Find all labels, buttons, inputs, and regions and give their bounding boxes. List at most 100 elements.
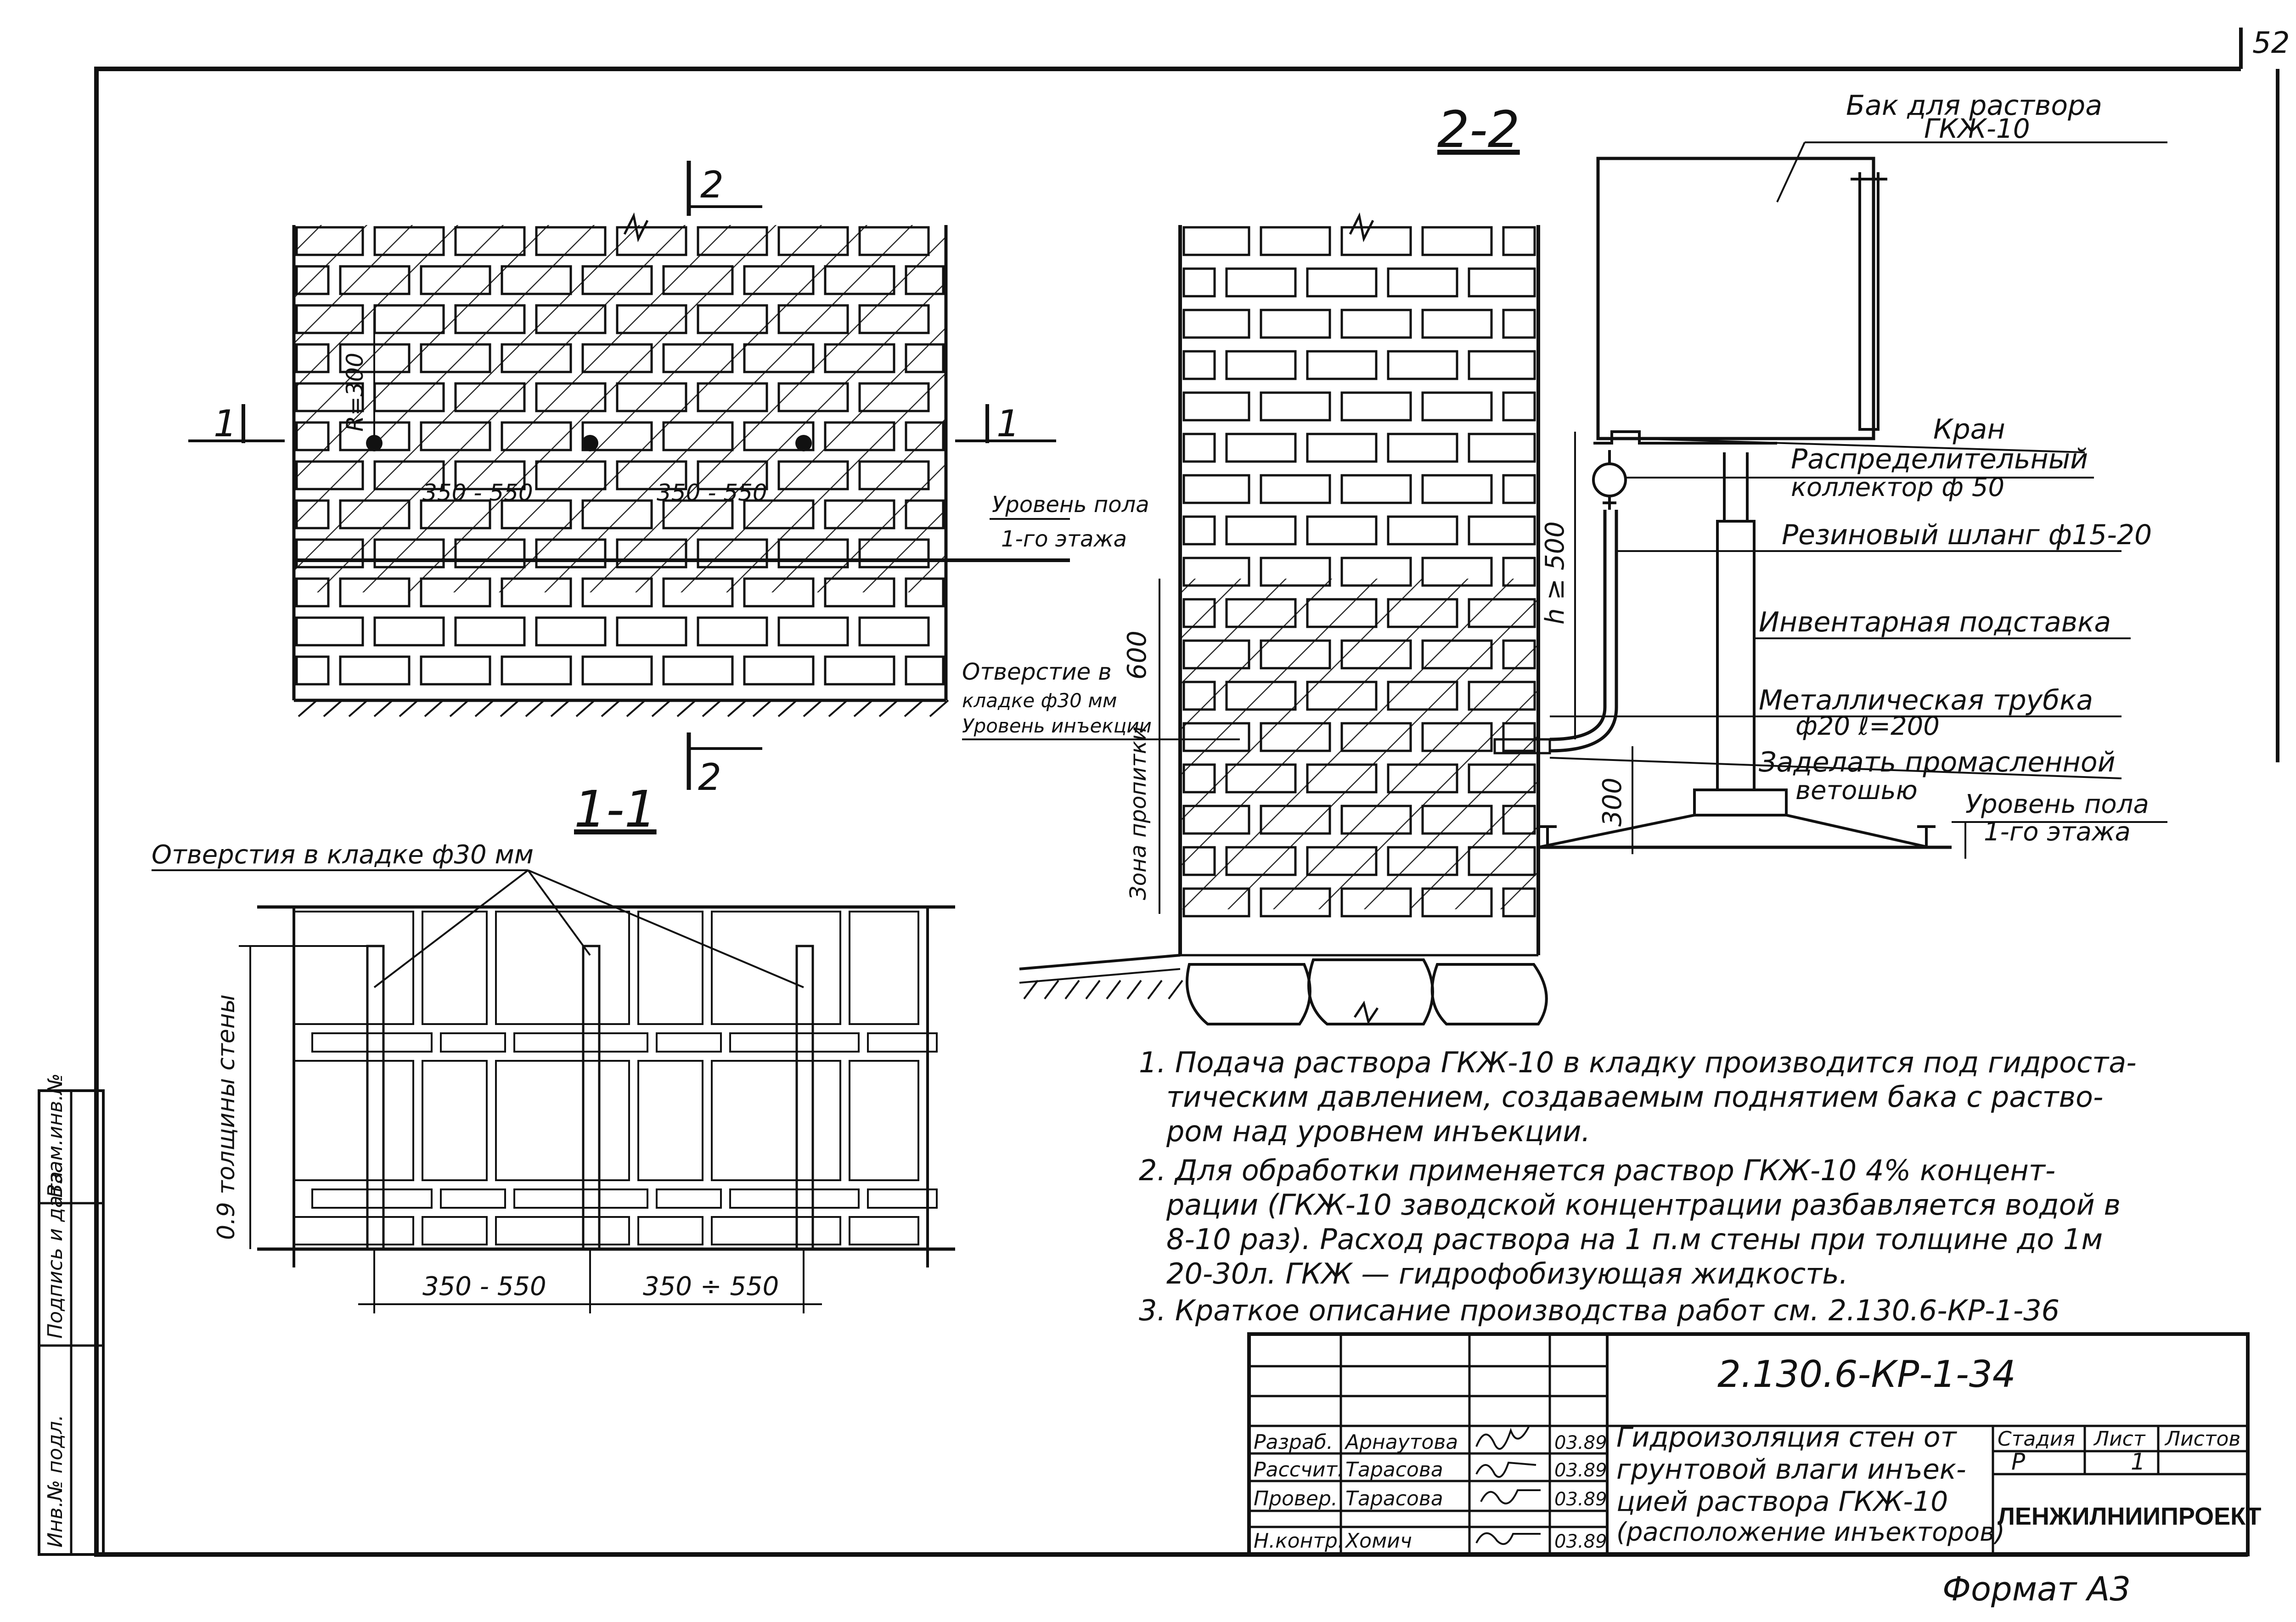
brick: [777, 382, 849, 412]
footing-stones: [1186, 958, 1548, 1025]
brick: [1340, 722, 1412, 752]
brick: [535, 304, 607, 334]
ground-hatch-line: [399, 699, 419, 717]
brick: [1387, 846, 1458, 876]
brick: [697, 460, 768, 490]
brick: [1421, 391, 1493, 422]
brick: [1387, 598, 1458, 628]
name-1: Арнаутова: [1344, 1431, 1458, 1454]
brick: [1182, 887, 1250, 918]
brick: [1387, 350, 1458, 380]
elevation-brickwork: [295, 226, 945, 686]
brick: [373, 538, 445, 569]
brick: [1260, 474, 1331, 504]
radius-label: R=300: [342, 353, 368, 432]
brick: [1387, 515, 1458, 546]
signature-4: [1475, 1532, 1541, 1545]
brick: [1182, 433, 1216, 463]
organization-name: ЛЕНЖИЛНИИПРОЕКТ: [1998, 1503, 2261, 1530]
brick: [1340, 309, 1412, 339]
brick: [1182, 722, 1250, 752]
section-1-1-view: 1-1 Отверстия в кладке ф30 мм 0.9 толщин…: [152, 780, 955, 1313]
solution-tank: [1596, 157, 1875, 440]
brick: [743, 421, 815, 451]
brick: [339, 577, 411, 608]
brick: [422, 911, 488, 1025]
brick: [373, 616, 445, 647]
side-stamp: Инв.№ подл. Подпись и дата Взам.инв.№: [38, 1073, 105, 1556]
brick: [777, 460, 849, 490]
callout-tank-2: ГКЖ-10: [1924, 113, 2030, 144]
brick: [581, 265, 653, 295]
brick: [454, 226, 526, 256]
brick: [662, 265, 734, 295]
brick: [777, 538, 849, 569]
ground-hatch-line: [449, 699, 469, 717]
stage-header: Стадия: [1998, 1427, 2075, 1451]
brick: [1260, 887, 1331, 918]
brick: [339, 265, 411, 295]
callout-tube-1: Металлическая трубка: [1759, 684, 2093, 716]
ground-hatch-line: [373, 699, 394, 717]
brick: [495, 1060, 630, 1181]
brick: [1387, 267, 1458, 298]
elevation-floor-level-2: 1-го этажа: [1001, 526, 1127, 552]
plan-injector-1: [366, 945, 385, 1250]
role-3: Провер.: [1254, 1487, 1338, 1510]
brick: [1182, 391, 1250, 422]
brick: [616, 304, 687, 334]
sheet-header: Лист: [2093, 1427, 2146, 1451]
brick: [373, 460, 445, 490]
sheet-value: 1: [2131, 1448, 2145, 1475]
date-4: 03.89: [1554, 1531, 1607, 1552]
brick: [1260, 639, 1331, 670]
ground-hatch-line: [878, 699, 899, 717]
brick: [697, 616, 768, 647]
brick: [849, 1216, 919, 1245]
brick: [420, 343, 491, 373]
ground-hatch-line: [1168, 980, 1183, 1000]
brick: [495, 1216, 630, 1245]
title-block: 2.130.6-КР-1-34 Гидроизоляция стен от гр…: [1247, 1332, 2261, 1556]
role-1: Разраб.: [1254, 1431, 1333, 1454]
brick: [637, 911, 703, 1025]
brick: [1502, 474, 1536, 504]
brick: [1502, 887, 1536, 918]
brick: [662, 343, 734, 373]
brick: [422, 1060, 488, 1181]
brick: [454, 538, 526, 569]
callout-floor-1: Уровень пола: [1965, 789, 2149, 819]
ground-hatch-line: [474, 699, 495, 717]
callout-collector-1: Распределительный: [1791, 443, 2088, 475]
brick: [858, 304, 930, 334]
brick: [777, 616, 849, 647]
section-2-2-view: 2-2 Отверстие в кладке ф30 мм Уровень ин…: [962, 90, 2167, 1025]
brick: [849, 911, 919, 1025]
injection-hole-2: [582, 435, 598, 451]
section-1-1-title: 1-1: [574, 780, 657, 839]
ground-hatch-line: [828, 699, 848, 717]
brick: [729, 1032, 860, 1053]
brick: [743, 499, 815, 529]
callout-tank-1: Бак для раствора: [1846, 90, 2102, 122]
injection-tube-section: [1493, 738, 1551, 755]
brick: [295, 616, 364, 647]
brick: [1306, 433, 1378, 463]
plan-dim-1: 350 - 550: [422, 1272, 546, 1301]
brick: [420, 499, 491, 529]
brick: [1502, 309, 1536, 339]
brick: [311, 1188, 433, 1209]
brick: [535, 226, 607, 256]
cut-mark-2-bottom: 2: [698, 756, 721, 799]
date-3: 03.89: [1554, 1489, 1607, 1510]
ground-hatch-line: [727, 699, 747, 717]
brick: [743, 577, 815, 608]
elevation-spacing-2: 350 - 550: [657, 479, 767, 506]
brick: [1340, 805, 1412, 835]
brick: [454, 460, 526, 490]
brick: [1421, 309, 1493, 339]
ground-hatch-line: [777, 699, 798, 717]
brick: [293, 1060, 414, 1181]
brick: [905, 655, 945, 686]
